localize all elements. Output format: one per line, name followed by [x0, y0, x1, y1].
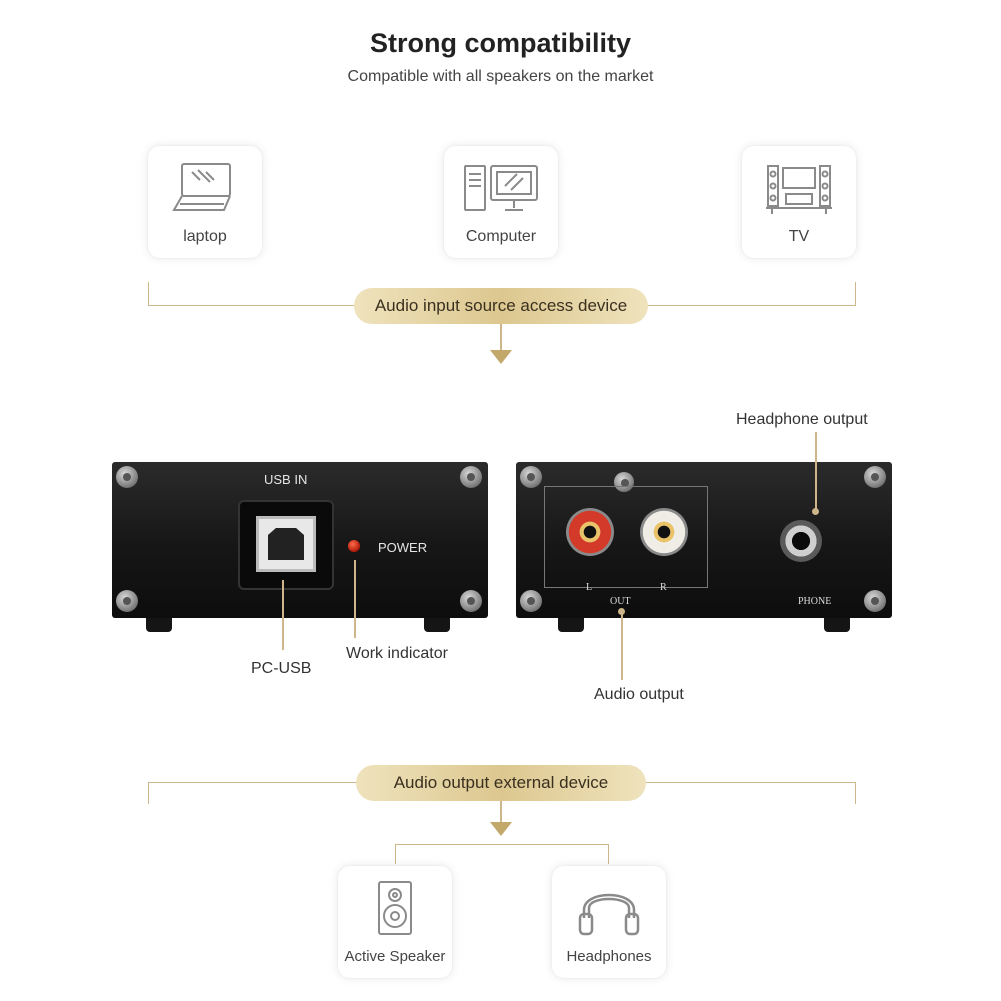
page-title: Strong compatibility [369, 28, 631, 58]
output-label-speaker: Active Speaker [344, 948, 446, 965]
out-label: OUT [610, 596, 631, 607]
laptop-icon [148, 158, 262, 218]
output-split-line [395, 844, 609, 864]
audio-callout-line [621, 612, 623, 680]
phone-label: PHONE [798, 596, 832, 607]
power-label: POWER [378, 540, 428, 555]
screw-icon [116, 590, 138, 612]
input-card-computer: Computer [444, 146, 558, 258]
input-banner: Audio input source access device [354, 288, 648, 324]
tv-icon [742, 158, 856, 218]
output-card-headphones: Headphones [552, 866, 666, 978]
down-arrow-icon [490, 350, 512, 364]
speaker-icon [338, 878, 452, 938]
device-front-panel: USB IN POWER [112, 462, 488, 632]
rca-right-jack [640, 508, 688, 556]
pc-usb-callout: PC-USB [251, 660, 312, 677]
screw-icon [614, 472, 634, 492]
pc-usb-callout-line [282, 580, 284, 650]
screw-icon [520, 590, 542, 612]
down-arrow-icon [490, 822, 512, 836]
rca-right-label: R [660, 582, 667, 593]
device-foot [558, 618, 584, 632]
screw-icon [116, 466, 138, 488]
device-foot [146, 618, 172, 632]
audio-output-callout: Audio output [594, 686, 684, 703]
screw-icon [864, 466, 886, 488]
indicator-callout-line [354, 560, 356, 638]
device-foot [824, 618, 850, 632]
headphone-callout-dot [812, 508, 819, 515]
usb-in-label: USB IN [264, 472, 308, 487]
output-card-speaker: Active Speaker [338, 866, 452, 978]
screw-icon [520, 466, 542, 488]
usb-port-frame [238, 500, 334, 590]
power-led [348, 540, 360, 552]
headphone-jack [780, 520, 822, 562]
input-arrow-stem [500, 324, 502, 354]
headphone-callout-line [815, 432, 817, 512]
output-banner: Audio output external device [356, 765, 646, 801]
computer-icon [444, 158, 558, 218]
rca-left-label: L [586, 582, 593, 593]
input-card-tv: TV [742, 146, 856, 258]
usb-b-port-icon [256, 516, 316, 572]
screw-icon [460, 590, 482, 612]
screw-icon [460, 466, 482, 488]
out-frame [544, 486, 708, 588]
rca-left-jack [566, 508, 614, 556]
work-indicator-callout: Work indicator [346, 645, 448, 662]
device-back-panel: L R OUT PHONE [516, 462, 892, 632]
headphones-icon [552, 878, 666, 938]
device-foot [424, 618, 450, 632]
input-label-laptop: laptop [183, 228, 227, 245]
input-label-tv: TV [788, 228, 810, 245]
screw-icon [864, 590, 886, 612]
page-subtitle: Compatible with all speakers on the mark… [347, 68, 654, 85]
audio-callout-dot [618, 608, 625, 615]
input-card-laptop: laptop [148, 146, 262, 258]
headphone-output-callout: Headphone output [736, 411, 868, 428]
output-label-headphones: Headphones [566, 948, 652, 965]
input-label-computer: Computer [465, 228, 537, 245]
output-arrow-stem [500, 801, 502, 825]
